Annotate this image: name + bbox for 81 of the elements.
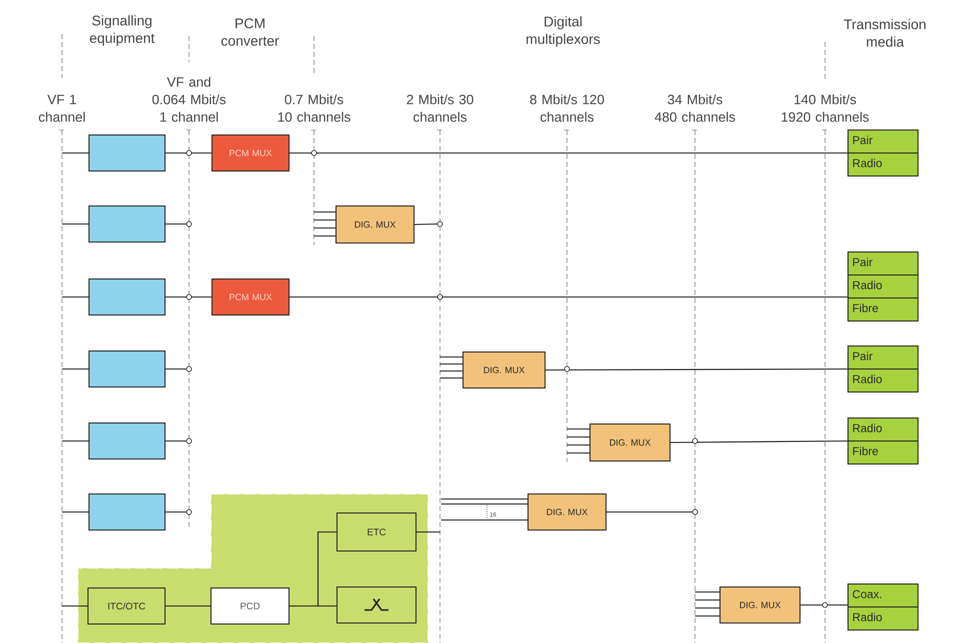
connector-line [567, 428, 590, 430]
rate-label: 140 Mbit/s 1920 channels [782, 94, 869, 122]
connector-line [166, 296, 212, 298]
switch-box [186, 221, 192, 227]
connector-line [314, 219, 336, 221]
connector-line [440, 370, 462, 372]
switch-box: PCM MUX [212, 134, 290, 172]
switch-box [88, 422, 166, 460]
switch-box: ITC/OTC [88, 588, 166, 624]
switch-box: DIG. MUX [336, 206, 414, 244]
connector-line [62, 296, 88, 298]
switch-box: DIG. MUX [590, 424, 670, 462]
connector-line [166, 605, 210, 607]
switch-box: Pair Radio [848, 346, 918, 392]
switch-box: ETC [336, 512, 416, 552]
connector-line [546, 368, 848, 371]
connector-line [166, 440, 186, 442]
connector-line [314, 211, 336, 213]
switch-box [88, 350, 166, 388]
switch-box: PCD [210, 588, 290, 624]
switch-box [88, 494, 166, 530]
switch-box: DIG. MUX [462, 352, 546, 388]
rate-label: VF and 0.064 Mbit/s 1 channel [152, 76, 226, 122]
switch-box [692, 509, 698, 515]
switch-box [88, 278, 166, 316]
column-heading: Transmission media [844, 19, 926, 47]
connector-line [441, 498, 528, 500]
switch-box [88, 206, 166, 242]
connector-line [166, 152, 212, 154]
connector-line [606, 511, 692, 513]
connector-line [290, 296, 848, 298]
connector-line [441, 503, 528, 505]
switch-box: DIG. MUX [720, 586, 800, 624]
rate-label: 8 Mbit/s 120 channels [530, 94, 604, 122]
connector-line [62, 368, 88, 370]
connector-line [800, 604, 848, 606]
connector-line [414, 223, 438, 226]
rate-label: 0.7 Mbit/s 10 channels [278, 94, 350, 122]
connector-line [440, 377, 462, 379]
connector-line [567, 444, 590, 446]
switch-box: Radio Fibre [848, 418, 918, 464]
connector-line [695, 599, 720, 601]
connector-line [440, 356, 462, 358]
connector-line [695, 607, 720, 609]
connector-line [441, 519, 528, 521]
switch-box: Pair Radio Fibre [848, 252, 918, 322]
switch-box [88, 134, 166, 172]
switch-box: DIG. MUX [528, 494, 606, 530]
connector-line [290, 152, 848, 154]
connector-line [695, 615, 720, 617]
connector-line [166, 511, 186, 513]
column-heading: PCM converter [221, 18, 279, 46]
column-heading: Digital multiplexors [526, 16, 600, 47]
switch-box [186, 366, 192, 372]
switch-box: PCM MUX [212, 278, 290, 316]
connector-line [567, 452, 590, 454]
connector-line [314, 235, 336, 237]
switch-box [336, 586, 416, 624]
column-heading: Signalling equipment [90, 15, 155, 46]
switch-box [437, 221, 443, 227]
switch-box [186, 509, 192, 515]
rate-label: 34 Mbit/s 480 channels [654, 94, 736, 122]
connector-line [62, 440, 88, 442]
rate-label: 2 Mbit/s 30 channels [406, 94, 474, 122]
switch-box [186, 438, 192, 444]
connector-line [62, 605, 88, 607]
connector-line [62, 511, 88, 513]
rate-label: VF 1 channel [38, 94, 85, 122]
switch-box: Coax. Radio [848, 584, 918, 630]
connector-line [567, 436, 590, 438]
switch-box: Pair Radio [848, 130, 918, 176]
connector-line [416, 531, 440, 533]
connector-line [314, 227, 336, 229]
connector-line [290, 605, 336, 607]
connector-line [166, 223, 186, 225]
connector-line [62, 223, 88, 225]
connector-line [62, 152, 88, 154]
connector-line [670, 440, 848, 444]
connector-line [440, 363, 462, 365]
connector-line [695, 591, 720, 593]
connector-line [166, 368, 186, 370]
